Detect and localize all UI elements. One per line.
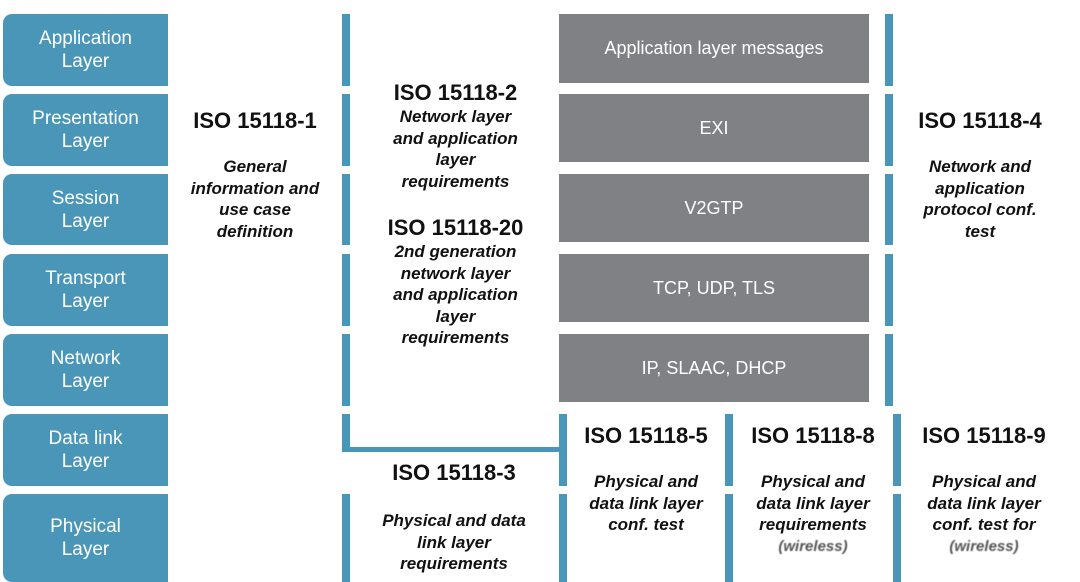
protocol-block-transport: TCP, UDP, TLS	[559, 254, 869, 322]
divider-bar	[725, 414, 733, 486]
standard-title: ISO 15118-4	[918, 108, 1042, 133]
standard-iso-15118-9: ISO 15118-9 Physical and data link layer…	[902, 423, 1066, 557]
standard-title: ISO 15118-1	[193, 108, 317, 133]
standard-iso-15118-5: ISO 15118-5 Physical and data link layer…	[568, 423, 724, 536]
standard-description: Physical and data link layer conf. test …	[927, 472, 1041, 534]
protocol-block-exi: EXI	[559, 94, 869, 162]
protocol-block-v2gtp: V2GTP	[559, 174, 869, 242]
divider-bar	[342, 334, 350, 406]
divider-bar	[342, 494, 350, 582]
divider-bar	[342, 174, 350, 245]
standard-title: ISO 15118-20	[387, 215, 524, 240]
divider-bar	[725, 494, 733, 582]
divider-bar	[893, 414, 901, 486]
divider-bar	[885, 254, 893, 326]
standard-title: ISO 15118-3	[392, 460, 516, 485]
standard-extra-note: (wireless)	[949, 537, 1019, 555]
standard-title: ISO 15118-2	[393, 80, 518, 105]
standard-title: ISO 15118-9	[922, 423, 1046, 448]
standard-iso-15118-1: ISO 15118-1 General information and use …	[172, 108, 338, 242]
section-divider	[342, 447, 560, 452]
standard-description: Network and application protocol conf. t…	[923, 157, 1037, 241]
divider-bar	[342, 14, 350, 86]
divider-bar	[893, 494, 901, 582]
divider-bar	[342, 94, 350, 166]
standard-iso-15118-4: ISO 15118-4 Network and application prot…	[898, 108, 1062, 242]
osi-layer-physical: Physical Layer	[3, 494, 168, 582]
osi-layer-data-link: Data link Layer	[3, 414, 168, 486]
standard-extra-note: (wireless)	[778, 537, 848, 555]
standard-iso-15118-3: ISO 15118-3 Physical and data link layer…	[352, 460, 556, 575]
standard-iso-15118-2: ISO 15118-2 Network layer and applicatio…	[354, 80, 557, 192]
divider-bar	[885, 174, 893, 245]
divider-bar	[885, 334, 893, 406]
standard-description: 2nd generation network layer and applica…	[393, 242, 518, 347]
standard-description: Network layer and application layer requ…	[393, 107, 518, 191]
standard-title: ISO 15118-5	[584, 423, 708, 448]
standard-iso-15118-8: ISO 15118-8 Physical and data link layer…	[734, 423, 892, 557]
divider-bar	[885, 14, 893, 86]
divider-bar	[885, 94, 893, 166]
divider-bar	[342, 414, 350, 449]
standard-title: ISO 15118-8	[751, 423, 875, 448]
divider-bar	[559, 414, 567, 486]
osi-layer-network: Network Layer	[3, 334, 168, 406]
protocol-block-network: IP, SLAAC, DHCP	[559, 334, 869, 402]
osi-layer-application: Application Layer	[3, 14, 168, 86]
standard-description: Physical and data link layer requirement…	[756, 472, 870, 534]
osi-layer-session: Session Layer	[3, 174, 168, 245]
standard-iso-15118-20: ISO 15118-20 2nd generation network laye…	[354, 215, 557, 349]
protocol-block-application-messages: Application layer messages	[559, 14, 869, 83]
standard-description: General information and use case definit…	[190, 157, 320, 241]
standard-description: Physical and data link layer conf. test	[589, 472, 703, 534]
divider-bar	[342, 254, 350, 326]
standard-description: Physical and data link layer requirement…	[382, 511, 526, 573]
osi-layer-presentation: Presentation Layer	[3, 94, 168, 166]
divider-bar	[559, 494, 567, 582]
osi-layer-transport: Transport Layer	[3, 254, 168, 326]
